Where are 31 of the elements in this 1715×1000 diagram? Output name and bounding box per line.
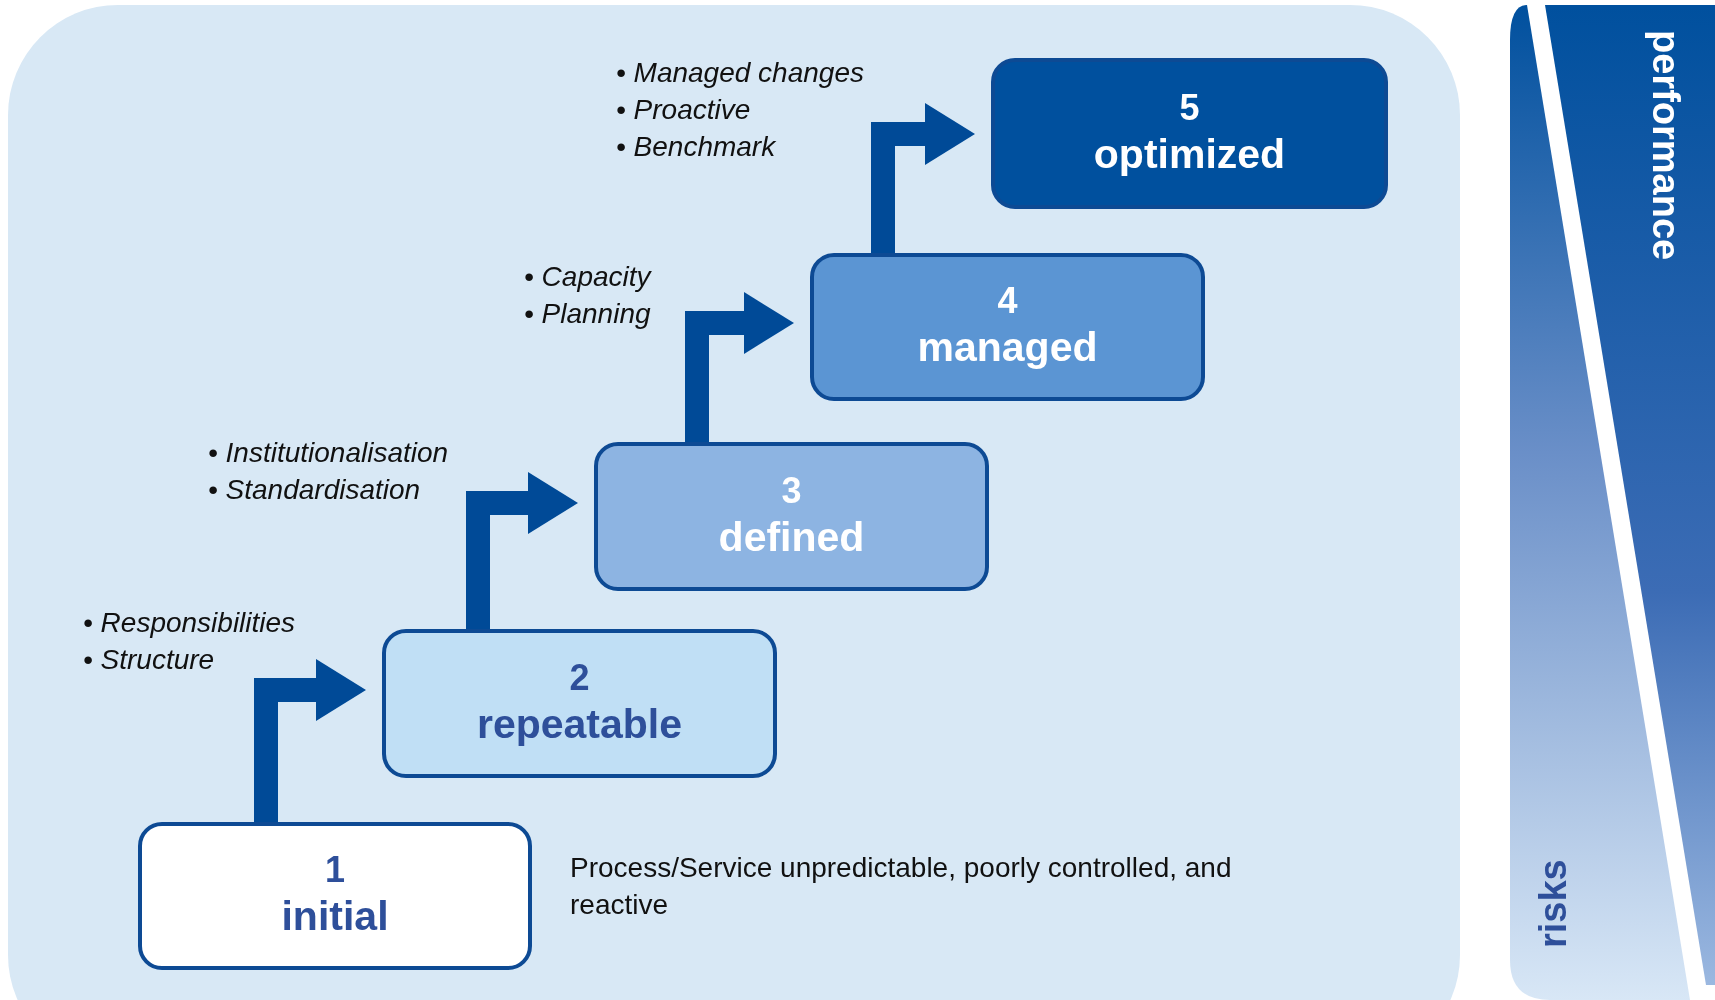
bullet-item: • Planning — [524, 297, 651, 331]
level-name: defined — [718, 512, 865, 562]
level-number: 2 — [569, 657, 590, 698]
description-text: Process/Service unpredictable, poorly controlled, and reactive — [570, 851, 1233, 922]
level-number: 3 — [781, 470, 802, 511]
level-number: 5 — [1179, 87, 1200, 128]
bullet-item: • Capacity — [524, 260, 651, 294]
bullet-item: • Institutionalisation — [208, 436, 449, 470]
bullet-item: • Benchmark — [616, 130, 777, 164]
level-name: managed — [917, 323, 1098, 372]
bullet-item: • Structure — [83, 643, 216, 677]
bent-arrow — [871, 103, 975, 253]
bent-arrow — [685, 292, 794, 442]
bullet-item: • Standardisation — [208, 473, 422, 507]
level-name: repeatable — [476, 699, 683, 749]
level-box — [138, 822, 532, 970]
bent-arrow — [254, 659, 366, 822]
level-number: 4 — [997, 281, 1018, 321]
bullet-item: • Proactive — [616, 93, 752, 127]
level-box — [382, 629, 777, 778]
bullet-item: • Responsibilities — [83, 606, 296, 640]
axis-label: performance — [1643, 30, 1687, 261]
axis-label: risks — [1531, 859, 1575, 948]
level-box — [594, 442, 989, 591]
bullet-item: • Managed changes — [616, 56, 864, 90]
level-box — [991, 58, 1388, 209]
level-number: 1 — [325, 850, 345, 890]
level-name: optimized — [1093, 129, 1286, 179]
level-name: initial — [281, 892, 389, 941]
level-box — [810, 253, 1205, 401]
bent-arrow — [466, 472, 578, 629]
